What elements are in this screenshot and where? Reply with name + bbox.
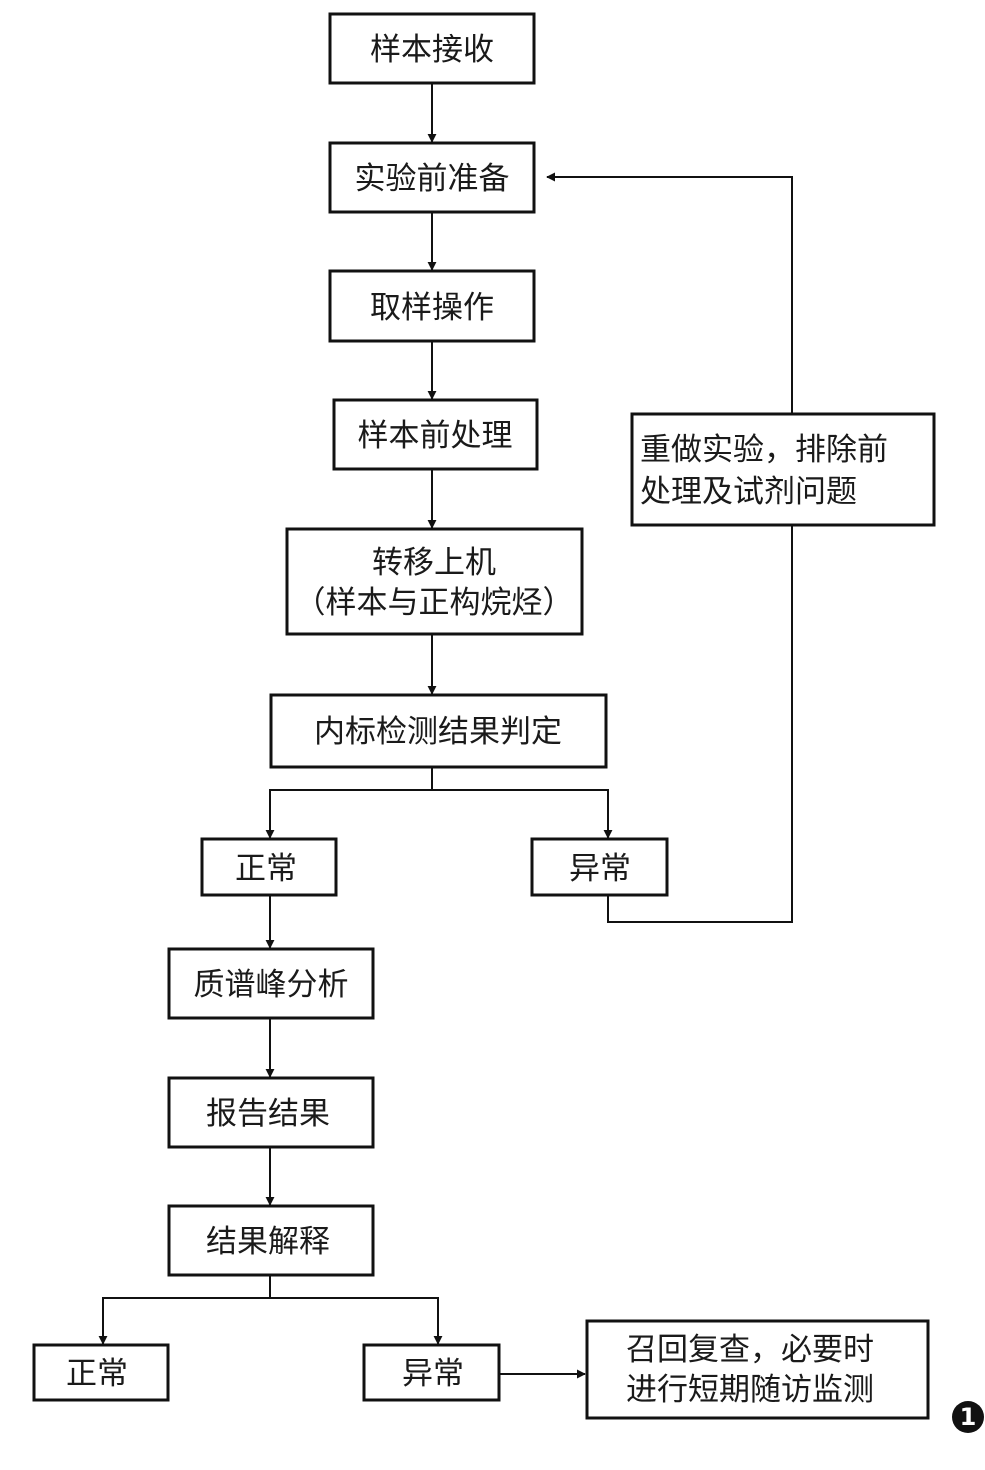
node-pretreatment-label: 样本前处理	[358, 418, 513, 454]
node-sample-receipt: 样本接收	[328, 12, 536, 85]
figure-number-badge-label: 1	[960, 1403, 977, 1431]
node-is-normal-label: 正常	[235, 851, 297, 887]
node-sampling: 取样操作	[328, 269, 536, 343]
edges	[98, 83, 793, 1379]
node-transfer: 转移上机 （样本与正构烷烃）	[285, 527, 584, 636]
node-redo-label-line2: 处理及试剂问题	[640, 474, 857, 510]
edge-interpretation-branch	[98, 1275, 271, 1345]
node-final-abnormal-label: 异常	[402, 1356, 464, 1392]
figure-number-badge: 1	[952, 1401, 984, 1433]
node-is-abnormal-label: 异常	[569, 851, 631, 887]
node-final-normal: 正常	[32, 1343, 170, 1402]
node-recall-label-line1: 召回复查，必要时	[626, 1332, 874, 1368]
node-redo-label-line1: 重做实验，排除前	[640, 432, 888, 468]
node-interpretation-label: 结果解释	[206, 1224, 330, 1260]
node-is-normal: 正常	[200, 837, 338, 897]
node-final-abnormal: 异常	[362, 1343, 501, 1402]
edge-interpretation-branch-right	[270, 1297, 443, 1345]
node-recall-label-line2: 进行短期随访监测	[626, 1372, 874, 1408]
node-report-label: 报告结果	[206, 1096, 330, 1132]
node-internal-standard-label: 内标检测结果判定	[314, 714, 562, 750]
node-sample-receipt-label: 样本接收	[370, 32, 494, 68]
edge-redo-to-prep	[546, 172, 793, 413]
node-sampling-label: 取样操作	[370, 290, 494, 326]
edge-abnormal-to-redo	[607, 525, 793, 923]
node-report: 报告结果	[167, 1076, 375, 1149]
node-transfer-label-line1: 转移上机	[372, 545, 496, 581]
node-pre-experiment-label: 实验前准备	[355, 161, 510, 197]
node-pretreatment: 样本前处理	[332, 398, 539, 471]
node-ms-analysis-label: 质谱峰分析	[194, 967, 349, 1003]
node-is-abnormal: 异常	[530, 837, 669, 897]
edge-internal-standard-branch	[265, 767, 433, 839]
node-transfer-label-line2: （样本与正构烷烃）	[295, 585, 574, 621]
node-redo: 重做实验，排除前 处理及试剂问题	[630, 412, 936, 527]
node-final-normal-label: 正常	[66, 1356, 128, 1392]
node-internal-standard: 内标检测结果判定	[269, 693, 608, 769]
node-interpretation: 结果解释	[167, 1204, 375, 1277]
node-pre-experiment: 实验前准备	[328, 141, 536, 214]
edge-internal-standard-branch-right	[432, 789, 613, 839]
node-recall: 召回复查，必要时 进行短期随访监测	[585, 1319, 930, 1420]
node-ms-analysis: 质谱峰分析	[167, 947, 375, 1020]
